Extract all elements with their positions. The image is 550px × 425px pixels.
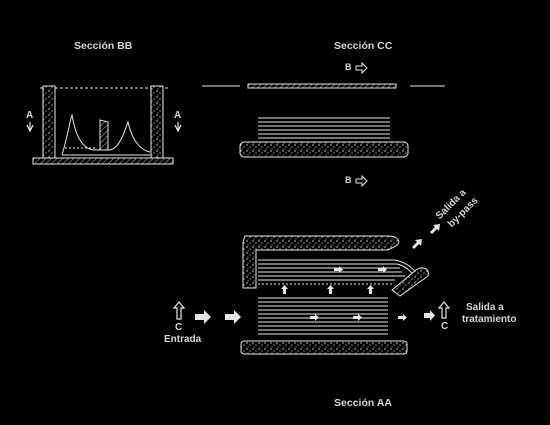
arrow-c-right bbox=[437, 301, 451, 319]
arrow-b-top bbox=[355, 61, 368, 75]
salida-tratamiento-label-2: tratamiento bbox=[462, 314, 517, 325]
marker-a-right: A bbox=[174, 110, 182, 121]
flow-arrows-aa bbox=[281, 266, 407, 321]
arrow-b-bottom bbox=[355, 174, 368, 188]
marker-b-top: B bbox=[345, 62, 352, 72]
marker-c-right: C bbox=[441, 321, 449, 332]
section-bb-drawing bbox=[32, 85, 174, 165]
marker-a-left: A bbox=[26, 110, 34, 121]
section-cc-drawing bbox=[202, 83, 445, 158]
arrow-c-left bbox=[172, 301, 186, 320]
entrada-label: Entrada bbox=[164, 334, 202, 345]
salida-tratamiento-label-1: Salida a bbox=[466, 302, 504, 313]
marker-c-left: C bbox=[175, 322, 183, 333]
arrow-a-left bbox=[26, 122, 34, 133]
entrance-arrows bbox=[195, 310, 241, 324]
exit-bypass-arrows bbox=[412, 224, 440, 249]
section-aa-drawing bbox=[240, 235, 429, 355]
exit-treatment-arrow bbox=[424, 310, 435, 321]
section-bb-title: Sección BB bbox=[74, 40, 133, 52]
section-aa-title: Sección AA bbox=[334, 397, 392, 409]
arrow-a-right bbox=[174, 122, 182, 133]
marker-b-bottom: B bbox=[345, 175, 352, 185]
section-cc-title: Sección CC bbox=[334, 40, 393, 52]
